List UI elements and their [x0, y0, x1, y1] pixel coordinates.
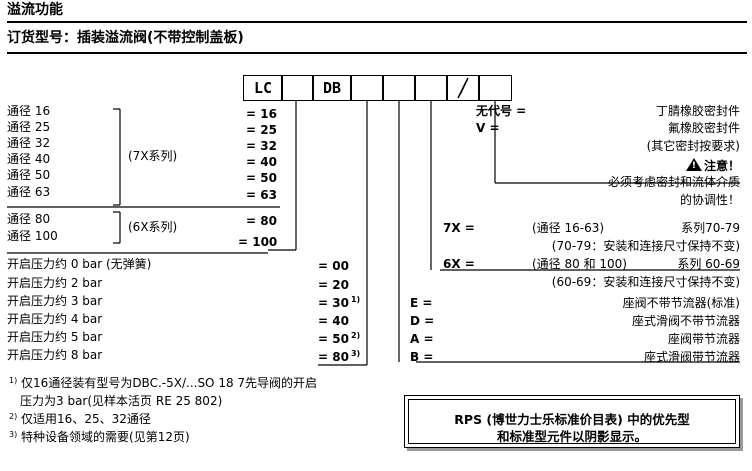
- code-box-pressure: [350, 75, 384, 101]
- size-label: 通径 40: [7, 152, 51, 166]
- size-code: = 32: [246, 139, 277, 153]
- footnote-ref: 3): [350, 349, 361, 358]
- valve-key: A =: [410, 332, 434, 346]
- section-title: 溢流功能: [7, 2, 63, 18]
- seal-none-key: 无代号 =: [476, 104, 527, 118]
- code-box-valve: [382, 75, 416, 101]
- rps-notice-box: RPS (博世力士乐标准价目表) 中的优先型 和标准型元件以阴影显示。: [404, 395, 740, 448]
- seal-note-line1: 必须考虑密封和流体介质: [607, 175, 740, 189]
- rps-line1: RPS (博世力士乐标准价目表) 中的优先型: [454, 412, 690, 427]
- valve-key: E =: [410, 296, 433, 310]
- size-code: = 40: [246, 155, 277, 169]
- seal-attention: 注意！: [685, 158, 740, 172]
- size-label: 通径 25: [7, 120, 51, 134]
- series-7x-value: 系列70-79: [681, 221, 740, 235]
- series-7x-range: (通径 16-63): [532, 221, 605, 235]
- footnote-ref: 1): [350, 295, 361, 304]
- pressure-code: = 40: [318, 314, 349, 328]
- order-title: 订货型号：插装溢流阀(不带控制盖板): [7, 30, 244, 46]
- size-code: = 50: [246, 171, 277, 185]
- valve-value: 座式滑阀带节流器: [643, 350, 740, 364]
- size-label: 通径 50: [7, 168, 51, 182]
- footnote-ref: 2): [350, 331, 361, 340]
- code-box-lc: LC: [243, 75, 283, 101]
- valve-value: 座阀不带节流器(标准): [622, 296, 740, 310]
- size-label: 通径 32: [7, 136, 51, 150]
- pressure-label: 开启压力约 5 bar: [7, 330, 103, 344]
- pressure-label: 开启压力约 3 bar: [7, 294, 103, 308]
- footnote-3: 3) 特种设备领域的需要(见第12页): [9, 430, 190, 444]
- series-7x-note: (70-79：安装和连接尺寸保持不变): [551, 239, 740, 253]
- code-box-seal: [478, 75, 512, 101]
- valve-value: 座阀带节流器: [667, 332, 740, 346]
- valve-key: D =: [410, 314, 435, 328]
- size-code: = 63: [246, 188, 277, 202]
- series-6x-note: (60-69：安装和连接尺寸保持不变): [551, 275, 740, 289]
- size-code: = 100: [238, 235, 278, 249]
- warning-icon: [685, 158, 702, 171]
- seal-other: (其它密封按要求): [646, 139, 740, 153]
- series-6x-key: 6X =: [443, 257, 475, 271]
- pressure-label: 开启压力约 4 bar: [7, 312, 103, 326]
- seal-none-value: 丁腈橡胶密封件: [655, 104, 740, 118]
- title-rule: [7, 21, 747, 23]
- series-7x-bracket-label: (7X系列): [128, 149, 178, 163]
- series-7x-key: 7X =: [443, 221, 475, 235]
- size-label: 通径 63: [7, 185, 51, 199]
- footnote-1: 1) 仅16通径装有型号为DBC.-5X/...SO 18 7先导阀的开启: [9, 376, 318, 390]
- series-6x-bracket-label: (6X系列): [128, 220, 178, 234]
- order-rule: [7, 52, 747, 54]
- pressure-label: 开启压力约 0 bar (无弹簧): [7, 257, 152, 271]
- code-box-series: [414, 75, 448, 101]
- pressure-label: 开启压力约 2 bar: [7, 276, 103, 290]
- seal-v-key: V =: [476, 121, 500, 135]
- size-code: = 16: [246, 107, 277, 121]
- valve-value: 座式滑阀不带节流器: [631, 314, 740, 328]
- code-box-size: [281, 75, 314, 101]
- size-label: 通径 80: [7, 212, 51, 226]
- footnote-2: 2) 仅适用16、25、32通径: [9, 412, 151, 426]
- series-6x-value: 系列 60-69: [677, 257, 740, 271]
- code-box-db: DB: [312, 75, 352, 101]
- rps-line2: 和标准型元件以阴影显示。: [496, 429, 647, 444]
- valve-key: B =: [410, 350, 434, 364]
- pressure-label: 开启压力约 8 bar: [7, 348, 103, 362]
- seal-v-value: 氟橡胶密封件: [667, 121, 740, 135]
- seal-note-line2: 的协调性！: [679, 193, 740, 207]
- footnote-1-cont: 压力为3 bar(见样本活页 RE 25 802): [20, 394, 223, 408]
- series-6x-range: (通径 80 和 100): [532, 257, 627, 271]
- pressure-code: = 00: [318, 259, 349, 273]
- pressure-code: = 20: [318, 278, 349, 292]
- size-code: = 80: [246, 214, 277, 228]
- size-label: 通径 100: [7, 229, 58, 243]
- size-code: = 25: [246, 123, 277, 137]
- size-label: 通径 16: [7, 104, 51, 118]
